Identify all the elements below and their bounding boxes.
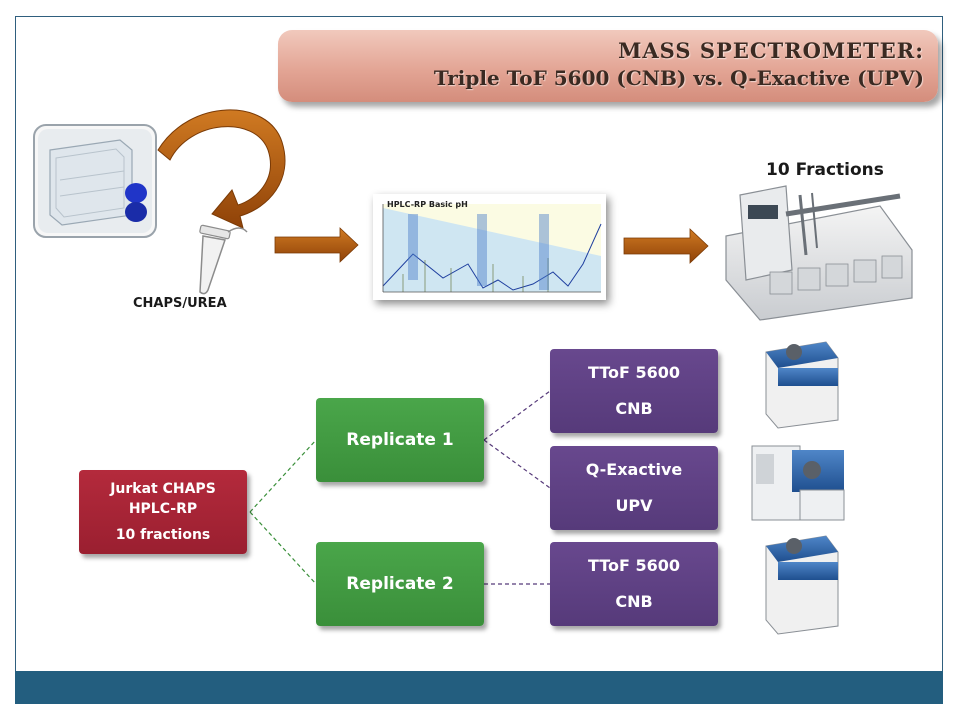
- q-exactive-upv-node: Q-Exactive UPV: [550, 446, 718, 530]
- source-node-line-1: Jurkat CHAPS: [110, 481, 216, 497]
- replicate-1-label: Replicate 1: [346, 430, 454, 450]
- source-node: Jurkat CHAPS HPLC-RP 10 fractions: [79, 470, 247, 554]
- title-line-2: Triple ToF 5600 (CNB) vs. Q-Exactive (UP…: [433, 66, 924, 90]
- connector-lines: [249, 390, 551, 585]
- ttof-5600-instrument-icon: [765, 535, 839, 635]
- title-line-1: MASS SPECTROMETER:: [618, 38, 924, 63]
- fractions-label: 10 Fractions: [766, 160, 884, 180]
- chromatogram-graphic: [382, 204, 602, 293]
- right-arrow-icon: [623, 228, 709, 264]
- fraction-collector-icon: [725, 185, 913, 321]
- ttof-node-2-line-2: CNB: [615, 592, 653, 611]
- ttof-node-2-line-1: TToF 5600: [587, 556, 681, 575]
- ttof-5600-instrument-icon: [765, 341, 839, 429]
- q-exactive-instrument-icon: [751, 445, 845, 521]
- ttof-5600-cnb-node: TToF 5600 CNB: [550, 349, 718, 433]
- source-node-line-2: HPLC-RP: [128, 501, 198, 517]
- curved-arrow-icon: [157, 109, 286, 229]
- replicate-1-node: Replicate 1: [316, 398, 484, 482]
- microtube-icon: [199, 224, 248, 295]
- cell-culture-flask-icon: [33, 124, 157, 238]
- replicate-2-label: Replicate 2: [346, 574, 454, 594]
- ttof-node-1-line-2: CNB: [615, 399, 653, 418]
- chaps-urea-label: CHAPS/UREA: [133, 296, 227, 311]
- ttof-5600-cnb-node-2: TToF 5600 CNB: [550, 542, 718, 626]
- right-arrow-icon: [274, 227, 359, 263]
- replicate-2-node: Replicate 2: [316, 542, 484, 626]
- chart-title: HPLC-RP Basic pH: [387, 200, 468, 209]
- source-node-line-3: 10 fractions: [115, 527, 211, 543]
- q-exactive-line-1: Q-Exactive: [585, 460, 683, 479]
- footer-bar: [15, 671, 943, 704]
- title-banner: MASS SPECTROMETER: Triple ToF 5600 (CNB)…: [278, 30, 938, 102]
- ttof-node-1-line-1: TToF 5600: [587, 363, 681, 382]
- q-exactive-line-2: UPV: [615, 496, 653, 515]
- hplc-chromatogram-thumbnail: HPLC-RP Basic pH: [373, 194, 606, 300]
